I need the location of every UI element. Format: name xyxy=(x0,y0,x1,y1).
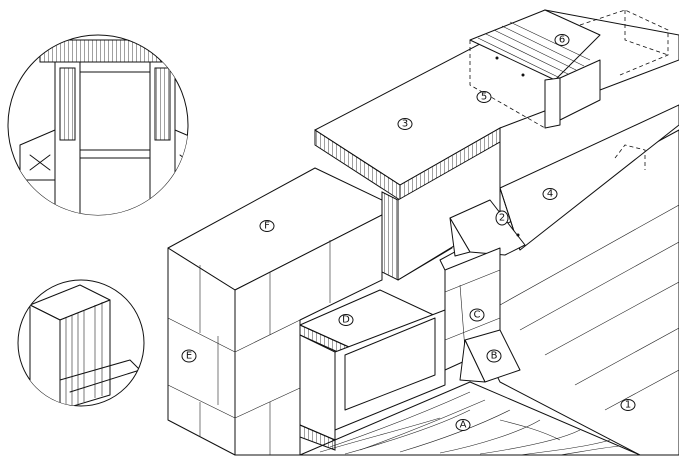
label-b: B xyxy=(486,349,502,363)
label-c: C xyxy=(469,308,485,322)
svg-text:D: D xyxy=(342,315,350,326)
label-4: 4 xyxy=(542,188,558,200)
label-3: 3 xyxy=(397,118,413,130)
label-a: A xyxy=(455,419,471,431)
label-5: 5 xyxy=(476,91,492,103)
svg-text:B: B xyxy=(491,351,498,362)
label-f: F xyxy=(259,220,275,232)
detail-callout-top xyxy=(7,34,189,216)
svg-text:F: F xyxy=(264,221,270,232)
wood-floor xyxy=(299,381,641,456)
svg-text:E: E xyxy=(186,351,192,362)
svg-text:2: 2 xyxy=(499,213,505,224)
label-e: E xyxy=(181,349,197,363)
svg-text:4: 4 xyxy=(547,189,553,200)
label-1: 1 xyxy=(620,399,636,411)
svg-text:1: 1 xyxy=(625,400,631,411)
svg-text:6: 6 xyxy=(559,35,565,46)
svg-text:C: C xyxy=(474,310,481,321)
svg-text:3: 3 xyxy=(402,119,408,130)
trough-box-d xyxy=(299,289,446,451)
brick-column xyxy=(381,141,501,281)
svg-text:A: A xyxy=(460,420,467,431)
flashing-piece-2 xyxy=(449,199,526,257)
detail-callout-bottom xyxy=(17,279,145,407)
upper-saddle xyxy=(314,9,679,201)
label-2: 2 xyxy=(495,210,509,226)
flashing-roll xyxy=(469,9,669,129)
masonry-block-f xyxy=(167,167,383,456)
label-d: D xyxy=(338,314,354,326)
label-6: 6 xyxy=(554,34,570,46)
svg-text:5: 5 xyxy=(481,92,487,103)
